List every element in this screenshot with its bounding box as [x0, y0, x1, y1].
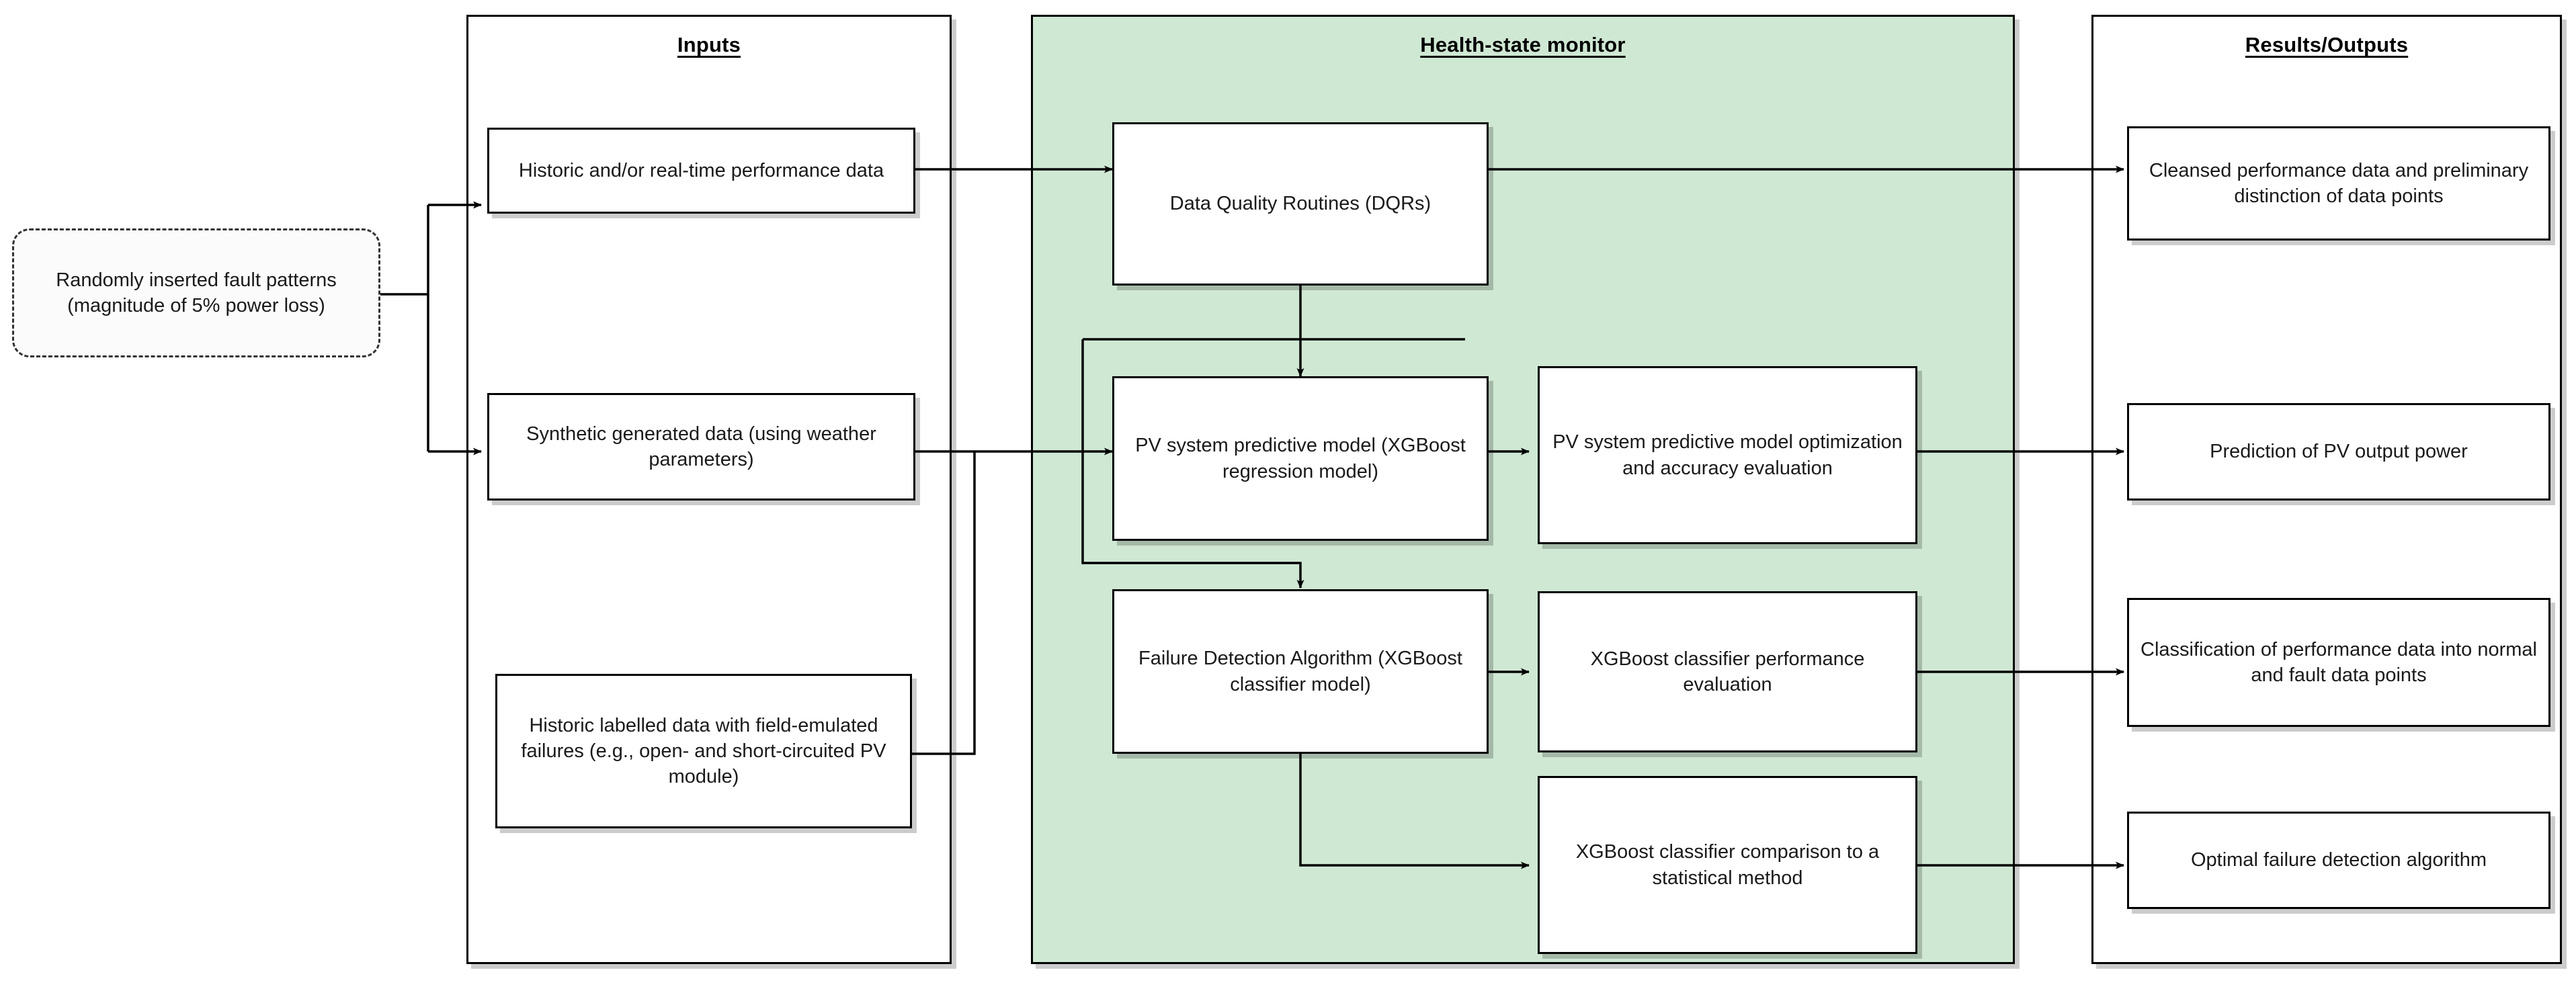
- node-fault-patterns-label: Randomly inserted fault patterns (magnit…: [56, 269, 337, 316]
- node-fault-patterns[interactable]: Randomly inserted fault patterns (magnit…: [12, 228, 380, 357]
- inputs-panel-title: Inputs: [677, 33, 741, 56]
- node-pv-model-optimization-evaluation[interactable]: PV system predictive model optimization …: [1538, 366, 1917, 544]
- node-failure-detection-algorithm[interactable]: Failure Detection Algorithm (XGBoost cla…: [1112, 589, 1489, 754]
- node-pv-system-predictive-model[interactable]: PV system predictive model (XGBoost regr…: [1112, 376, 1489, 541]
- node-synthetic-generated-data[interactable]: Synthetic generated data (using weather …: [487, 393, 915, 501]
- node-classification-performance-data[interactable]: Classification of performance data into …: [2127, 598, 2550, 727]
- node-xgboost-classifier-performance-evaluation[interactable]: XGBoost classifier performance evaluatio…: [1538, 591, 1917, 752]
- node-xgboost-classifier-comparison-label: XGBoost classifier comparison to a stati…: [1575, 841, 1880, 889]
- node-classification-performance-data-label: Classification of performance data into …: [2141, 638, 2537, 686]
- node-optimal-failure-detection-algorithm[interactable]: Optimal failure detection algorithm: [2127, 812, 2550, 909]
- results-panel-title: Results/Outputs: [2245, 33, 2409, 56]
- node-pv-model-optimization-evaluation-label: PV system predictive model optimization …: [1552, 431, 1903, 479]
- node-xgboost-classifier-performance-evaluation-label: XGBoost classifier performance evaluatio…: [1590, 648, 1865, 695]
- node-historic-realtime-performance-data-label: Historic and/or real-time performance da…: [518, 159, 884, 181]
- node-cleansed-performance-data-label: Cleansed performance data and preliminar…: [2149, 159, 2529, 207]
- monitor-panel-title: Health-state monitor: [1420, 33, 1626, 56]
- node-pv-system-predictive-model-label: PV system predictive model (XGBoost regr…: [1135, 435, 1466, 482]
- node-data-quality-routines-label: Data Quality Routines (DQRs): [1169, 193, 1431, 215]
- node-data-quality-routines[interactable]: Data Quality Routines (DQRs): [1112, 122, 1489, 286]
- node-prediction-pv-output-power-label: Prediction of PV output power: [2210, 441, 2468, 463]
- node-failure-detection-algorithm-label: Failure Detection Algorithm (XGBoost cla…: [1138, 648, 1462, 695]
- node-optimal-failure-detection-algorithm-label: Optimal failure detection algorithm: [2190, 849, 2487, 871]
- node-prediction-pv-output-power[interactable]: Prediction of PV output power: [2127, 403, 2550, 501]
- node-synthetic-generated-data-label: Synthetic generated data (using weather …: [526, 423, 876, 470]
- node-historic-labelled-data[interactable]: Historic labelled data with field-emulat…: [495, 674, 912, 828]
- node-cleansed-performance-data[interactable]: Cleansed performance data and preliminar…: [2127, 126, 2550, 241]
- node-historic-realtime-performance-data[interactable]: Historic and/or real-time performance da…: [487, 128, 915, 214]
- node-historic-labelled-data-label: Historic labelled data with field-emulat…: [521, 714, 886, 788]
- node-xgboost-classifier-comparison[interactable]: XGBoost classifier comparison to a stati…: [1538, 776, 1917, 954]
